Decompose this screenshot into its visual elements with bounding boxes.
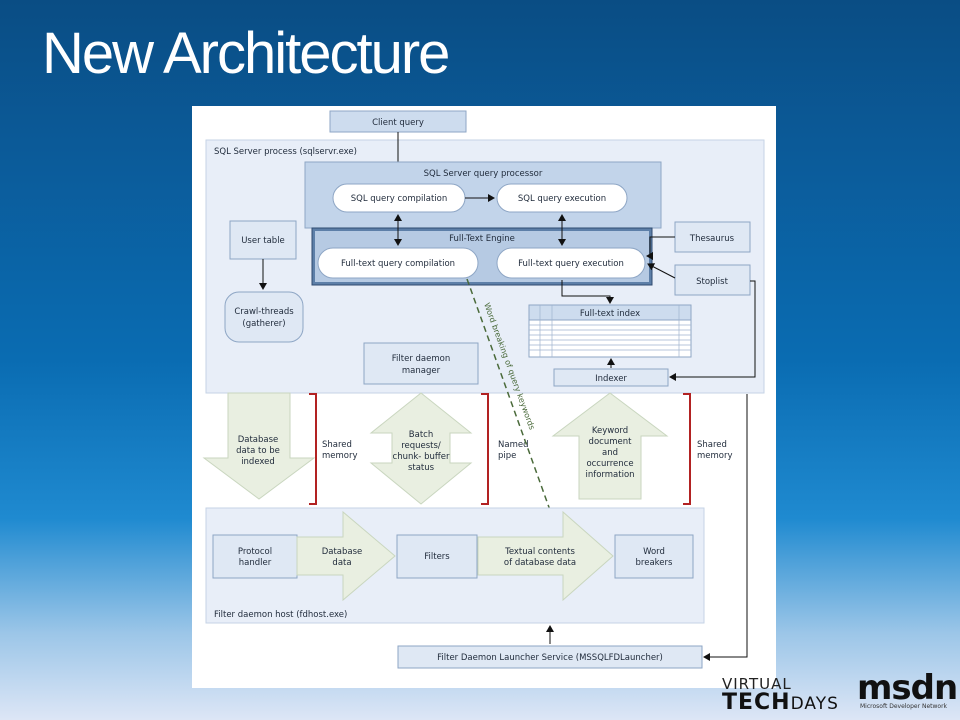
techdays-logo: TECHDAYS <box>722 690 839 715</box>
launcher-label: Filter Daemon Launcher Service (MSSQLFDL… <box>437 653 663 663</box>
textual-contents-arrow <box>477 510 614 602</box>
ft-execution-node <box>496 247 646 279</box>
sql-compilation-label: SQL query compilation <box>351 194 448 204</box>
sql-execution-node <box>496 183 628 213</box>
batch-requests-line-1: Batch <box>409 430 433 440</box>
fulltext-index-label: Full-text index <box>580 309 640 319</box>
keyword-info-line-5: information <box>585 470 634 480</box>
filters-box <box>396 534 478 579</box>
indexer-label: Indexer <box>595 374 627 384</box>
bracket-group <box>309 393 691 505</box>
named-pipe-line-2: pipe <box>498 451 516 461</box>
word-breakers-box <box>614 534 694 579</box>
keyword-info-line-1: Keyword <box>592 426 628 436</box>
filter-manager-box <box>363 342 479 385</box>
architecture-diagram: SQL Server process (sqlservr.exe) Client… <box>192 106 776 688</box>
crawl-threads-line-1: Crawl-threads <box>234 307 294 317</box>
days-logo-text: DAYS <box>790 694 839 714</box>
ft-compilation-label: Full-text query compilation <box>341 259 455 269</box>
protocol-handler-box <box>212 534 298 579</box>
keyword-info-arrow <box>551 392 669 500</box>
filter-host-label: Filter daemon host (fdhost.exe) <box>214 610 347 620</box>
indexer-box <box>553 368 669 387</box>
tech-logo-text: TECH <box>722 690 791 715</box>
protocol-handler-line-2: handler <box>239 558 272 568</box>
msdn-subtitle: Microsoft Developer Network <box>860 703 948 710</box>
keyword-info-line-3: and <box>602 448 618 458</box>
db-data-indexed-line-2: data to be <box>236 446 280 456</box>
batch-requests-line-3: chunk- buffer <box>393 452 450 462</box>
stoplist-label: Stoplist <box>696 277 728 287</box>
user-table-label: User table <box>241 236 285 246</box>
shared-memory-2-line-1: Shared <box>697 440 727 450</box>
database-data-line-2: data <box>332 558 351 568</box>
crawl-threads-node <box>224 291 304 343</box>
batch-requests-arrow <box>369 392 473 505</box>
launcher-box <box>397 645 703 669</box>
word-breakers-line-2: breakers <box>636 558 673 568</box>
word-breakers-line-1: Word <box>643 547 665 557</box>
shared-memory-2-line-2: memory <box>697 451 733 461</box>
query-processor-label: SQL Server query processor <box>424 169 543 179</box>
shared-memory-1-line-2: memory <box>322 451 358 461</box>
sql-execution-label: SQL query execution <box>518 194 606 204</box>
msdn-logo: msdn <box>857 668 958 708</box>
named-pipe-line-1: Named <box>498 440 528 450</box>
stoplist-box <box>674 264 751 296</box>
filter-manager-line-2: manager <box>402 366 441 376</box>
diagram-canvas: SQL Server process (sqlservr.exe) Client… <box>202 110 765 669</box>
word-breaking-line <box>466 278 563 540</box>
client-query-label: Client query <box>372 118 424 128</box>
shared-memory-1-line-1: Shared <box>322 440 352 450</box>
database-data-line-1: Database <box>322 547 363 557</box>
db-data-indexed-arrow <box>202 392 316 500</box>
db-data-indexed-line-3: indexed <box>241 457 275 467</box>
database-data-arrow <box>296 510 396 602</box>
textual-contents-line-1: Textual contents <box>504 547 575 557</box>
batch-requests-line-2: requests/ <box>401 441 441 451</box>
crawl-threads-line-2: (gatherer) <box>242 319 285 329</box>
keyword-info-line-4: occurrence <box>586 459 633 469</box>
textual-contents-line-2: of database data <box>504 558 576 568</box>
sql-server-process-label: SQL Server process (sqlservr.exe) <box>214 147 357 157</box>
protocol-handler-line-1: Protocol <box>238 547 272 557</box>
fulltext-engine-label: Full-Text Engine <box>449 234 515 244</box>
ft-execution-label: Full-text query execution <box>518 259 624 269</box>
thesaurus-label: Thesaurus <box>689 234 735 244</box>
thesaurus-box <box>674 221 751 253</box>
virtual-logo-text: VIRTUAL <box>722 675 792 693</box>
slide-title: New Architecture <box>42 21 450 86</box>
keyword-info-line-2: document <box>589 437 633 447</box>
filters-label: Filters <box>424 552 450 562</box>
filter-manager-line-1: Filter daemon <box>392 354 450 364</box>
ft-compilation-node <box>317 247 479 279</box>
db-data-indexed-line-1: Database <box>238 435 279 445</box>
user-table-box <box>229 220 297 260</box>
batch-requests-line-4: status <box>408 463 435 473</box>
